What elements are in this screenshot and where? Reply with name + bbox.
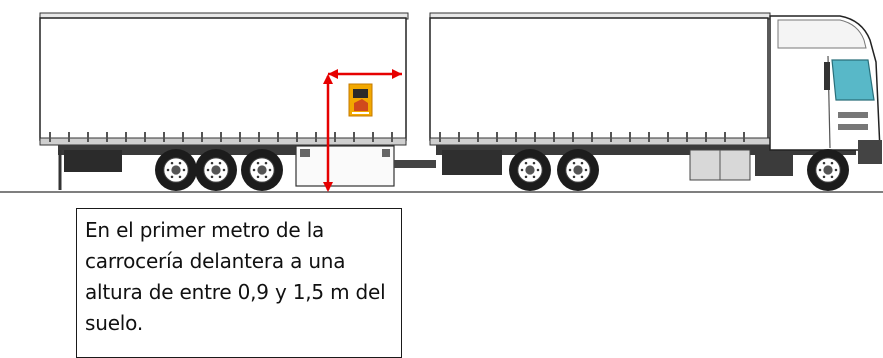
cab-window xyxy=(831,59,875,101)
height-arrowhead-top xyxy=(323,74,333,84)
trailer-front-box-detail xyxy=(300,149,310,157)
truck-body xyxy=(429,17,769,141)
truck-tarp-straps xyxy=(439,132,745,142)
truck-cab xyxy=(769,15,882,164)
trailer-rail xyxy=(39,137,407,146)
caption-text: En el primer metro de la carrocería dela… xyxy=(85,218,386,335)
truck-rail xyxy=(429,137,771,146)
truck-wheels xyxy=(509,149,849,191)
trailer-front-box xyxy=(295,145,395,187)
truck-diagram xyxy=(0,12,883,193)
trailer-front-box-detail2 xyxy=(382,149,390,157)
wheel xyxy=(241,149,283,191)
cab-step2 xyxy=(838,124,868,130)
wheel xyxy=(557,149,599,191)
caption-box: En el primer metro de la carrocería dela… xyxy=(76,208,402,358)
trailer xyxy=(39,12,436,191)
wheel xyxy=(807,149,849,191)
wheel xyxy=(155,149,197,191)
trailer-toolbox xyxy=(64,150,122,172)
wheel xyxy=(195,149,237,191)
trailer-body xyxy=(39,17,407,141)
cab-bumper xyxy=(858,140,882,164)
battery-box xyxy=(755,150,793,176)
first-meter-arrowhead-right xyxy=(392,69,402,79)
side-guard xyxy=(442,150,502,175)
truck xyxy=(429,12,882,191)
trailer-wheels xyxy=(155,149,283,191)
trailer-tarp-straps xyxy=(49,132,393,142)
cab-mirror xyxy=(824,62,830,90)
annotation-arrows xyxy=(323,69,402,192)
height-arrowhead-bottom xyxy=(323,182,333,192)
cab-step xyxy=(838,112,868,118)
wheel xyxy=(509,149,551,191)
first-meter-arrowhead-left xyxy=(328,69,338,79)
truck-chassis xyxy=(436,145,856,155)
orange-warning-plate-icon xyxy=(348,83,373,117)
drawbar xyxy=(394,160,436,168)
